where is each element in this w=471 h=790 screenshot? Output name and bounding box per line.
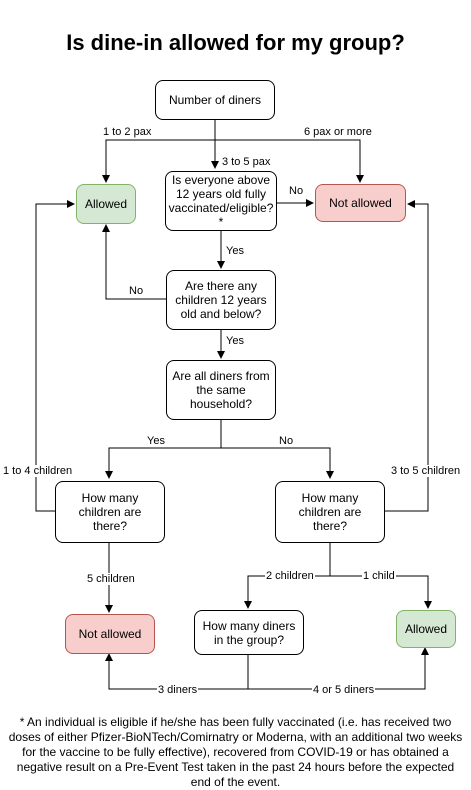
label-no-household: No bbox=[278, 435, 295, 447]
edge-four-or-five-diners bbox=[248, 647, 429, 690]
node-allowed-bottom: Allowed bbox=[396, 610, 456, 648]
node-how-many-children-right: How many children are there? bbox=[275, 481, 385, 543]
label-no-children: No bbox=[128, 285, 145, 297]
label-yes-household: Yes bbox=[146, 435, 166, 447]
node-not-allowed-bottom: Not allowed bbox=[65, 614, 155, 654]
node-not-allowed-top: Not allowed bbox=[315, 184, 406, 222]
label-four-or-five-diners: 4 or 5 diners bbox=[312, 684, 376, 696]
label-one-to-four-children: 1 to 4 children bbox=[2, 465, 74, 477]
label-one-to-two-pax: 1 to 2 pax bbox=[102, 126, 153, 138]
label-six-pax-or-more: 6 pax or more bbox=[303, 126, 373, 138]
node-number-of-diners: Number of diners bbox=[155, 80, 275, 120]
label-one-child: 1 child bbox=[362, 570, 396, 582]
node-allowed-top: Allowed bbox=[76, 184, 136, 224]
label-three-diners: 3 diners bbox=[157, 684, 199, 696]
node-same-household: Are all diners from the same household? bbox=[166, 360, 276, 420]
edge-one-to-four-children bbox=[35, 200, 75, 512]
label-yes-children: Yes bbox=[225, 335, 245, 347]
edge-three-to-five-children bbox=[384, 200, 429, 512]
edge-yes-household bbox=[105, 447, 221, 479]
node-how-many-children-left: How many children are there? bbox=[55, 481, 165, 543]
node-everyone-above-12: Is everyone above 12 years old fully vac… bbox=[165, 171, 277, 231]
page-title: Is dine-in allowed for my group? bbox=[66, 30, 405, 55]
label-three-to-five-children: 3 to 5 children bbox=[390, 465, 462, 477]
edge-one-to-two bbox=[102, 139, 215, 183]
edge-three-diners bbox=[105, 653, 248, 690]
edge-six-or-more bbox=[215, 139, 364, 183]
node-how-many-diners: How many diners in the group? bbox=[194, 610, 304, 655]
label-five-children: 5 children bbox=[86, 573, 136, 585]
label-two-children: 2 children bbox=[265, 570, 315, 582]
label-three-to-five-pax: 3 to 5 pax bbox=[221, 156, 272, 168]
edge-no-children bbox=[102, 224, 166, 300]
label-yes-vaccinated: Yes bbox=[225, 245, 245, 257]
label-no-vaccinated: No bbox=[288, 185, 305, 197]
footnote: * An individual is eligible if he/she ha… bbox=[8, 715, 463, 789]
edge-no-household bbox=[221, 447, 334, 479]
node-children-12-below: Are there any children 12 years old and … bbox=[166, 270, 276, 330]
